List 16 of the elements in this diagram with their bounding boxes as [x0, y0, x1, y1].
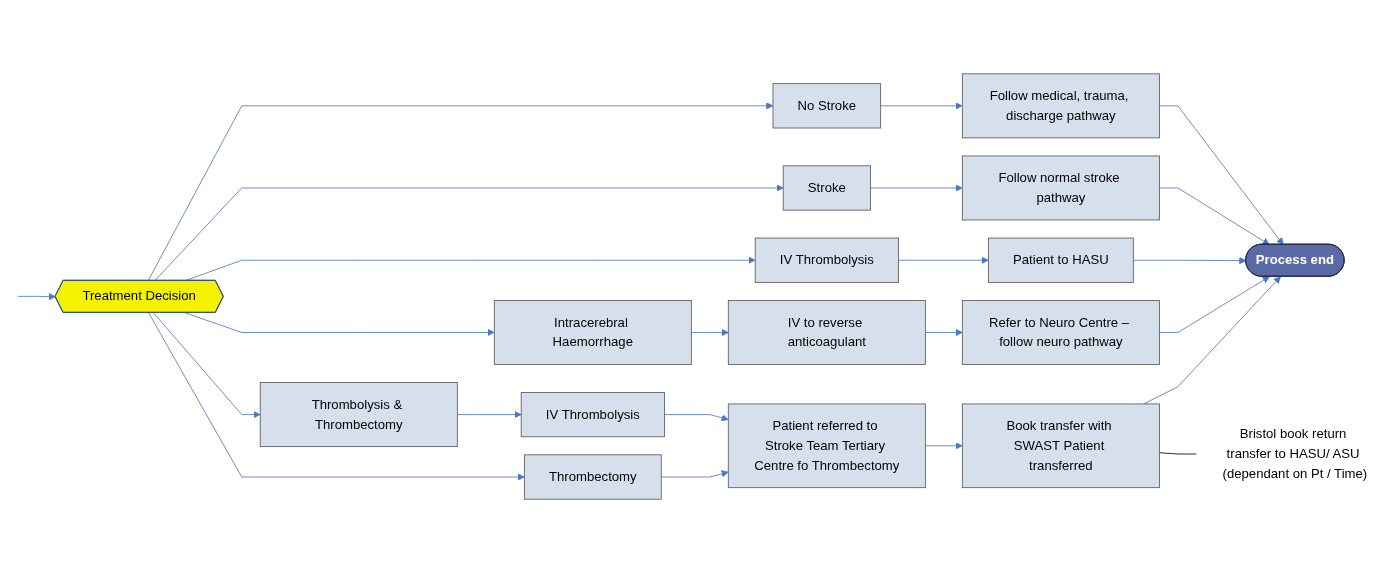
node-box: IV Thrombolysis	[520, 392, 665, 438]
connector	[1159, 452, 1197, 455]
node-box: IV to reverse anticoagulant	[727, 300, 926, 365]
node-box: Patient referred to Stroke Team Tertiary Centre fo Thrombectomy	[727, 403, 926, 489]
node-text: Bristol book return transfer to HASU/ ASU (dependant on Pt / Time)	[1222, 426, 1368, 481]
node-box: Follow normal stroke pathway	[961, 155, 1160, 221]
node-box: Thrombectomy	[523, 454, 662, 500]
node-box: Book transfer with SWAST Patient transferred	[961, 403, 1160, 489]
node-box: Refer to Neuro Centre – follow neuro pathway	[961, 300, 1160, 365]
node-box: Intracerebral Haemorrhage	[493, 300, 692, 365]
node-box: Stroke	[782, 165, 871, 211]
node-box: Follow medical, trauma, discharge pathway	[961, 73, 1160, 139]
node-box: IV Thrombolysis	[754, 237, 899, 283]
node-box: Thrombolysis & Thrombectomy	[259, 382, 458, 448]
node-box: Patient to HASU	[988, 237, 1134, 283]
node-box: No Stroke	[772, 83, 882, 129]
